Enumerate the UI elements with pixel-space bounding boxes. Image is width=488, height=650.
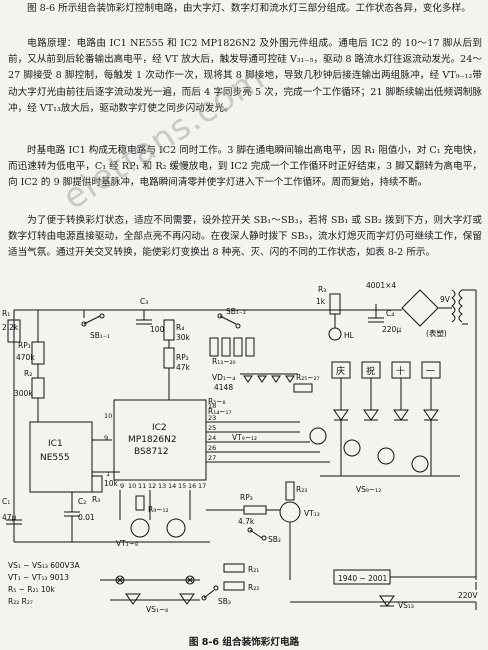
pin-label: 23: [208, 414, 216, 422]
pin-label: 11: [138, 482, 146, 490]
label-ic1: IC1: [48, 439, 63, 449]
paragraph-intro: 图 8-6 所示组合装饰彩灯控制电路，由大字灯、数字灯和流水灯三部分组成。工作状…: [27, 3, 471, 14]
label-r23: R₂₃: [296, 485, 307, 494]
label-r13-20: R₁₃~₂₀: [212, 357, 236, 366]
label-r3: R₃: [92, 495, 100, 504]
spec-line: VT₁ ~ VT₁₃ 9013: [8, 573, 69, 582]
label-vs1-8: VS₁~₈: [146, 605, 168, 614]
pin-label: 15: [178, 482, 186, 490]
label-r14-17: R₁₄~₁₇: [208, 407, 232, 416]
label-sb2: SB₂: [268, 535, 281, 544]
label-rp2: RP₂: [176, 353, 189, 362]
label-bellows: (表塑): [426, 328, 447, 338]
pin-label: 17: [198, 482, 206, 490]
label-c4-value: 220μ: [382, 325, 401, 334]
label-rp1-value: 470k: [16, 353, 35, 362]
label-vt13: VT₁₃: [304, 509, 320, 518]
pin-label: 10: [104, 412, 112, 420]
label-vs13: VS₁₃: [398, 601, 414, 610]
label-r3b-value: 1k: [316, 297, 326, 306]
label-bridge: 4001×4: [366, 281, 396, 290]
label-rp3: RP₃: [240, 493, 253, 502]
figure-caption: 图 8-6 组合装饰彩灯电路: [188, 637, 300, 648]
pin-label: 27: [208, 454, 216, 462]
label-vd-value: 4148: [214, 383, 233, 392]
label-c3: C₃: [140, 297, 148, 306]
spec-line: R₂₂ R₂₇: [8, 597, 33, 606]
label-9v: 9V: [440, 295, 451, 304]
label-vd: VD₁~₄: [212, 373, 235, 382]
label-mp1826n2: MP1826N2: [128, 435, 177, 445]
pin-label: 14: [168, 482, 176, 490]
pin-label: 9: [120, 482, 124, 490]
label-r25-27: R₂₅~₂₇: [296, 373, 320, 382]
label-r4: R₄: [176, 323, 184, 332]
pin-label: 9: [104, 434, 108, 442]
label-c2-value: 0.01: [78, 513, 95, 522]
paragraph-principle: 电路原理：电路由 IC1 NE555 和 IC2 MP1826N2 及外围元件组…: [8, 38, 482, 114]
char-lamp-3: 十: [396, 365, 405, 377]
label-ne555: NE555: [40, 453, 70, 463]
pin-label: 24: [208, 434, 216, 442]
label-hl: HL: [344, 331, 355, 340]
label-sb3: SB₃: [218, 597, 231, 606]
label-sb1-1: SB₁₋₁: [90, 331, 110, 340]
label-sb1-2: SB₁₋₂: [226, 307, 246, 316]
pin-label: 25: [208, 424, 216, 432]
pin-label: 13: [158, 482, 166, 490]
label-r3b: R₃: [318, 285, 326, 294]
label-r5-8: R₅~₈: [208, 397, 226, 406]
label-c3-value: 100: [150, 325, 165, 334]
paragraph-switches: 为了便于转换彩灯状态，适应不同需要，设外控开关 SB₁～SB₃，若将 SB₁ 或…: [8, 215, 482, 259]
char-lamp-1: 庆: [336, 365, 345, 377]
label-c1: C₁: [2, 497, 10, 506]
pin-label: 16: [188, 482, 196, 490]
char-lamp-2: 祝: [366, 365, 375, 377]
label-ic2: IC2: [152, 423, 167, 433]
label-c2: C₂: [78, 497, 86, 506]
label-r2-value: 300k: [14, 389, 33, 398]
label-rp2-value: 47k: [176, 363, 191, 372]
char-lamp-4: 一: [426, 367, 435, 377]
circuit-diagram: R₁ 2.2k C₃ 100 SB₁₋₁ SB₁₋₂ R₄ 30k RP₂ 47…: [2, 281, 478, 614]
pin-label: 10: [128, 482, 136, 490]
label-tag: 1940 ~ 2001: [338, 574, 387, 583]
label-r22: R₂₂: [248, 583, 259, 592]
label-vt1-8: VT₁~₈: [116, 539, 138, 548]
label-r2: R₂: [24, 369, 32, 378]
label-vs9-12: VS₉~₁₂: [356, 485, 381, 494]
label-r3-value: 10k: [104, 479, 119, 488]
label-r4-value: 30k: [176, 333, 191, 342]
pin-label: 12: [148, 482, 156, 490]
pin-label: 1: [106, 470, 110, 478]
label-c1-value: 47μ: [2, 513, 17, 522]
label-r21: R₂₁: [248, 565, 259, 574]
label-rp3-value: 4.7k: [238, 517, 255, 526]
label-vt9-12: VT₉~₁₂: [232, 433, 257, 442]
label-bs8712: BS8712: [134, 447, 169, 457]
label-r9-12: R₉~₁₂: [148, 505, 169, 514]
spec-line: R₅ ~ R₂₁ 10k: [8, 585, 55, 594]
label-r1-value: 2.2k: [2, 323, 19, 332]
pin-label: 18: [208, 402, 216, 410]
label-c4: C₄: [386, 309, 394, 318]
label-r1: R₁: [2, 309, 10, 318]
label-220v: 220V: [458, 591, 478, 600]
pin-label: 26: [208, 444, 216, 452]
paragraph-timebase: 时基电路 IC1 构成无稳电路与 IC2 同时工作。3 脚在通电瞬间输出高电平，…: [8, 145, 482, 189]
label-rp1: RP₁: [18, 341, 31, 350]
spec-line: VS₁ ~ VS₁₃ 600V3A: [8, 561, 80, 570]
